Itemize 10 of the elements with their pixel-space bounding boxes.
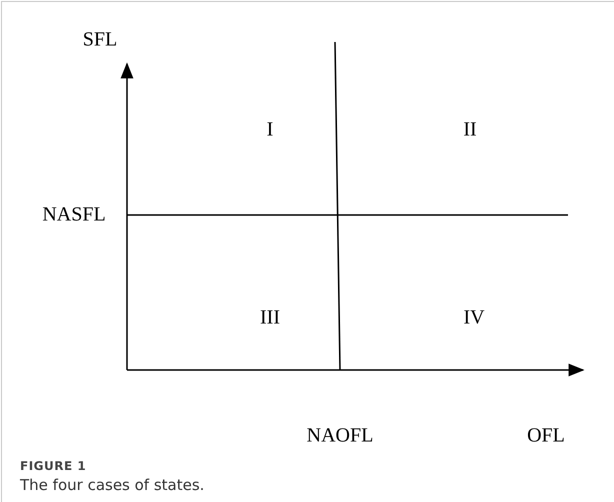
axis-label: SFL (82, 28, 118, 52)
threshold-label: NAOFL (306, 424, 374, 448)
quadrant-label: III (260, 306, 280, 330)
axis-label: OFL (527, 424, 565, 448)
quadrant-label: I (266, 118, 274, 142)
quadrant-label: II (463, 118, 477, 142)
caption-text: The four cases of states. (20, 476, 204, 494)
figure-number: FIGURE 1 (20, 459, 86, 473)
quadrant-label: IV (463, 306, 485, 330)
threshold-label: NASFL (42, 204, 106, 226)
